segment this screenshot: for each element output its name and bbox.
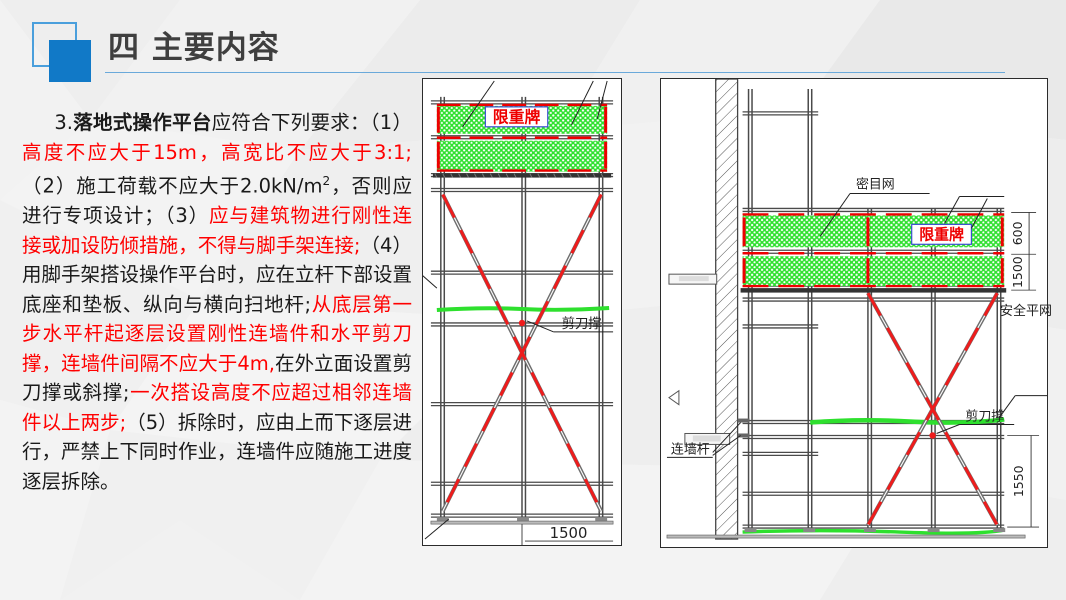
- floor-slabs: [668, 273, 731, 445]
- safety-net-label: 安全平网: [1000, 304, 1053, 319]
- scissor-brace-label-right: 剪刀撑: [965, 409, 1004, 425]
- dimension-stack-upper-right: 600 1500: [1010, 212, 1037, 291]
- item-4-marker: （4）: [360, 233, 412, 257]
- dimension-1500-left: 1500: [521, 524, 614, 545]
- heading-bold: 落地式操作平台: [72, 111, 212, 134]
- item-4-text: 用脚手架搭设操作平台时，应在立杆下部设置底座和垫板、纵向与横向扫地杆;: [22, 263, 413, 316]
- wall-tie-connectors: [737, 418, 750, 438]
- section-drawing: 密目网 限重牌 剪刀撑 连墙杆 600 1500: [666, 79, 1047, 540]
- scissor-brace-red-right: [866, 292, 999, 526]
- building-wall: [715, 79, 739, 540]
- safety-net-line-bottom-right: [742, 528, 1005, 535]
- guardrail-vertical-dashes-left: [436, 106, 608, 169]
- slide-header: 四 主要内容: [0, 0, 1066, 82]
- safety-net-line-left: [436, 306, 610, 312]
- scissor-brace-label-left: 剪刀撑: [562, 316, 602, 332]
- wall-tie-label: 连墙杆: [671, 441, 710, 457]
- elevation-drawing: 限重牌 剪刀撑 1500: [423, 80, 614, 545]
- plank-hatch: [434, 173, 604, 178]
- dimension-1500-left-text: 1500: [550, 524, 588, 542]
- dense-mesh-label: 密目网: [856, 177, 895, 193]
- item-7-text: 一次搭设高度不应超过相邻连墙件以上两步;: [22, 381, 412, 434]
- item-2-text-b: ，否则应进行专项设计；: [22, 174, 412, 228]
- plank-deck-right: [740, 288, 1007, 293]
- item-2-text-a: 施工荷载不应大于2.0kN/m: [76, 174, 323, 198]
- base-plates-left: [436, 517, 608, 522]
- item-1-text: 高度不应大于15m，高宽比不应大于3:1;: [22, 140, 412, 164]
- brace-crossing-node-right: [929, 432, 936, 439]
- item-3-text: 应与建筑物进行刚性连接或加设防倾措施，不得与脚手架连接;: [22, 204, 412, 257]
- safety-net-callout: [998, 395, 1047, 418]
- dense-mesh-panel-lower: [436, 140, 608, 172]
- ground-line-right: [666, 534, 1026, 539]
- item-3-marker: （3）: [163, 204, 210, 227]
- scissor-brace-callout-right: 剪刀撑: [936, 409, 1015, 434]
- load-limit-sign-text-right: 限重牌: [919, 225, 964, 243]
- figure-section-view: 密目网 限重牌 剪刀撑 连墙杆 600 1500: [660, 78, 1048, 548]
- paragraph-number: 3.: [54, 111, 73, 134]
- dense-mesh-callout: 密目网: [819, 177, 930, 237]
- horizontal-ledgers-right: [742, 111, 1005, 529]
- item-1-marker: （1）: [369, 111, 412, 134]
- dense-mesh-panel-lower-right: [742, 256, 1005, 287]
- leader-lines-left: [423, 80, 608, 540]
- page-title: 四 主要内容: [108, 30, 280, 66]
- plank-deck: [432, 173, 612, 178]
- item-2-superscript: 2: [322, 174, 331, 188]
- load-limit-sign-text-left: 限重牌: [493, 107, 541, 126]
- para-indent: [22, 111, 54, 134]
- guardrail-dashes-right: [742, 213, 1005, 288]
- figure-elevation-view: 限重牌 剪刀撑 1500: [422, 78, 622, 546]
- item-8-text: 拆除时，应由上而下逐层进行，严禁上下同时作业，连墙件应随施工进度逐层拆除。: [22, 410, 413, 493]
- scissor-brace-callout-left: 剪刀撑: [526, 316, 614, 333]
- dimension-1550-text: 1550: [1011, 465, 1026, 497]
- load-limit-sign-left: 限重牌: [484, 106, 549, 128]
- safety-net-line-right: [810, 417, 1005, 425]
- brace-crossing-node: [518, 319, 526, 327]
- wall-tie-callout: 连墙杆: [666, 422, 741, 458]
- decor-square-filled: [49, 40, 91, 82]
- item-8-marker: （5）: [126, 410, 178, 434]
- dimension-600-text: 600: [1010, 221, 1025, 245]
- dimension-1500-text: 1500: [1010, 256, 1025, 288]
- item-5-text: 从底层第一步水平杆起逐层设置刚性连墙件和水平剪刀撑，连墙件间隔不应大于4m,: [22, 292, 412, 375]
- ground-line-left: [430, 520, 614, 525]
- header-rule: [105, 72, 1005, 73]
- guardrail-dashes-left: [436, 103, 608, 172]
- item-2-marker: （2）: [22, 174, 77, 198]
- content-paragraph: 3.落地式操作平台应符合下列要求：（1） 高度不应大于15m，高宽比不应大于3:1…: [22, 108, 412, 496]
- load-limit-sign-right: 限重牌: [911, 196, 1005, 245]
- heading-rest: 应符合下列要求：: [211, 111, 370, 134]
- scissor-brace-red-left: [441, 193, 603, 512]
- base-plates-right: [744, 528, 1006, 533]
- item-6-text: 在外立面设置剪刀撑或斜撑;: [22, 351, 412, 405]
- dimension-1550-right: 1550: [1007, 435, 1040, 528]
- guardrail-vertical-dashes-right: [742, 217, 1004, 284]
